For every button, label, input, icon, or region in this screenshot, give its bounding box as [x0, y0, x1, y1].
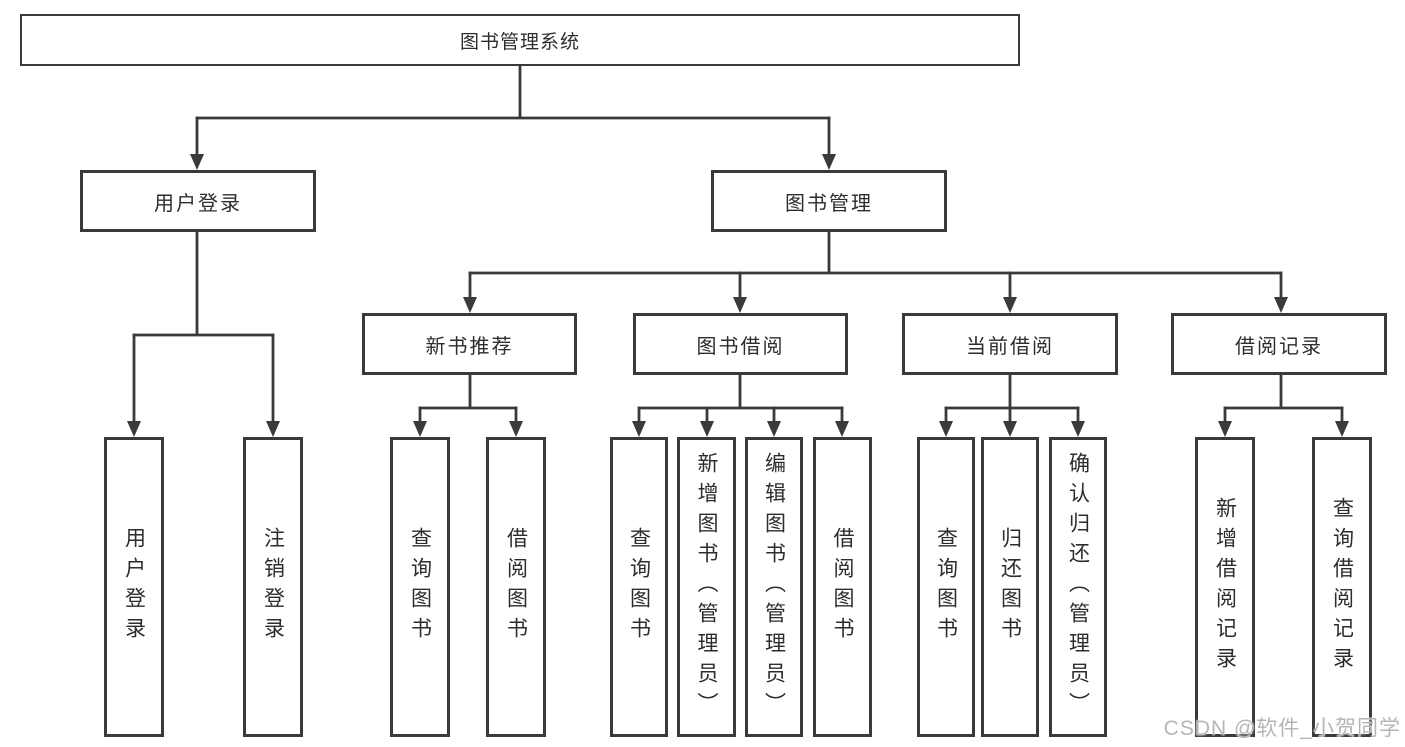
- connector-path: [195, 64, 831, 120]
- node-label: 编辑图书（管理员）: [762, 452, 786, 722]
- node-current-borrowing: 当前借阅: [902, 313, 1118, 375]
- node-user-login: 用户登录: [80, 170, 316, 232]
- leaf-borrowing-query-books: 查询图书: [610, 437, 668, 737]
- connector-book-borrowing-to-leaves: [637, 373, 844, 425]
- node-label: 查询借阅记录: [1330, 497, 1354, 677]
- connector-book-management-to-level3: [468, 230, 1283, 301]
- arrowhead-icon: [1218, 421, 1232, 437]
- arrowhead-icon: [1071, 421, 1085, 437]
- node-label: 借阅图书: [831, 527, 854, 647]
- arrowheads: [127, 154, 1349, 437]
- node-new-book-recommend: 新书推荐: [362, 313, 577, 375]
- connector-new-book-recommend-to-leaves: [418, 373, 518, 425]
- node-book-management: 图书管理: [711, 170, 947, 232]
- node-label: 新增借阅记录: [1213, 497, 1237, 677]
- leaf-current-query-books: 查询图书: [917, 437, 975, 737]
- arrowhead-icon: [190, 154, 204, 170]
- arrowhead-icon: [127, 421, 141, 437]
- node-label: 图书管理: [785, 192, 873, 215]
- csdn-watermark: CSDN @软件_小贺同学: [1163, 717, 1401, 740]
- leaf-recommend-borrow-books: 借阅图书: [486, 437, 546, 737]
- node-label: 注销登录: [261, 527, 285, 647]
- leaf-current-return-books: 归还图书: [981, 437, 1039, 737]
- connector-path: [132, 230, 275, 337]
- connector-path: [637, 373, 844, 410]
- node-label: 图书借阅: [696, 335, 785, 358]
- node-label: 用户登录: [122, 527, 146, 647]
- leaf-logout: 注销登录: [243, 437, 303, 737]
- leaf-borrowing-borrow-books: 借阅图书: [813, 437, 872, 737]
- connector-path: [468, 230, 1283, 275]
- arrowhead-icon: [1274, 297, 1288, 313]
- node-label: 借阅图书: [504, 527, 528, 647]
- arrowhead-icon: [463, 297, 477, 313]
- node-label: 图书管理系统: [459, 31, 580, 53]
- arrowhead-icon: [266, 421, 280, 437]
- connector-user-login-to-leaves: [132, 230, 275, 425]
- node-label: 查询图书: [934, 527, 958, 647]
- node-label: 确认归还（管理员）: [1066, 452, 1090, 722]
- node-label: 归还图书: [998, 527, 1022, 647]
- arrowhead-icon: [509, 421, 523, 437]
- arrowhead-icon: [822, 154, 836, 170]
- node-label: 新书推荐: [425, 335, 514, 358]
- arrowhead-icon: [939, 421, 953, 437]
- leaf-borrowing-add-books-admin: 新增图书（管理员）: [677, 437, 736, 737]
- arrowhead-icon: [413, 421, 427, 437]
- arrowhead-icon: [632, 421, 646, 437]
- node-borrowing-records: 借阅记录: [1171, 313, 1387, 375]
- node-label: 借阅记录: [1235, 335, 1323, 358]
- arrowhead-icon: [700, 421, 714, 437]
- arrowhead-icon: [733, 297, 747, 313]
- arrowhead-icon: [835, 421, 849, 437]
- leaf-current-confirm-return-admin: 确认归还（管理员）: [1049, 437, 1107, 737]
- node-label: 新增图书（管理员）: [695, 452, 718, 722]
- connector-path: [418, 373, 518, 410]
- node-label: 查询图书: [627, 527, 651, 647]
- connector-current-borrowing-to-leaves: [944, 373, 1080, 425]
- arrowhead-icon: [767, 421, 781, 437]
- arrowhead-icon: [1003, 297, 1017, 313]
- node-library-management-system: 图书管理系统: [20, 14, 1020, 66]
- arrowhead-icon: [1335, 421, 1349, 437]
- connector-root-to-level2: [195, 64, 831, 158]
- connector-path: [944, 373, 1080, 410]
- node-book-borrowing: 图书借阅: [633, 313, 848, 375]
- node-label: 查询图书: [408, 527, 432, 647]
- arrowhead-icon: [1003, 421, 1017, 437]
- leaf-records-query-borrow-record: 查询借阅记录: [1312, 437, 1372, 737]
- leaf-recommend-query-books: 查询图书: [390, 437, 450, 737]
- connector-borrowing-records-to-leaves: [1223, 373, 1344, 425]
- node-label: 用户登录: [154, 192, 242, 215]
- leaf-user-login: 用户登录: [104, 437, 164, 737]
- node-label: 当前借阅: [966, 335, 1054, 358]
- leaf-records-add-borrow-record: 新增借阅记录: [1195, 437, 1255, 737]
- connector-path: [1223, 373, 1344, 410]
- leaf-borrowing-edit-books-admin: 编辑图书（管理员）: [745, 437, 803, 737]
